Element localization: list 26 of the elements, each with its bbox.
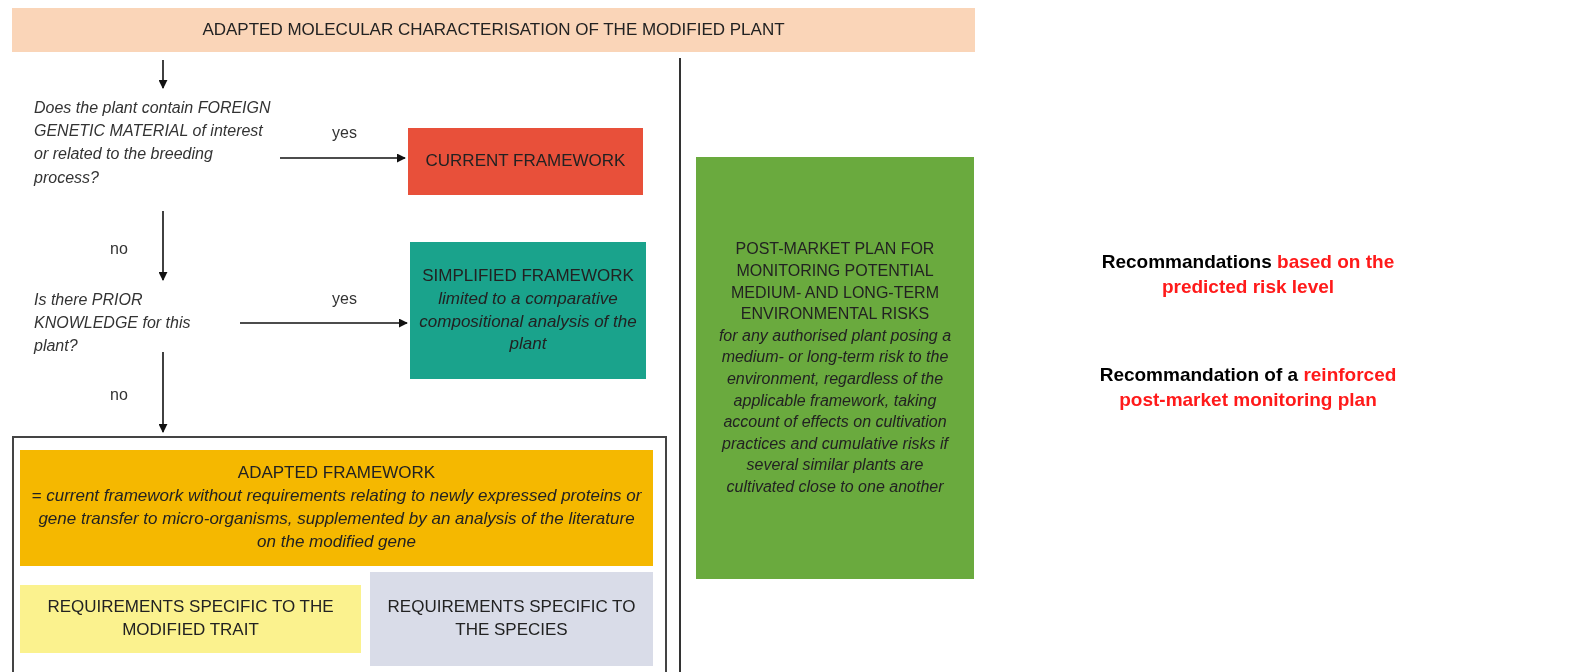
box-heading: SIMPLIFIED FRAMEWORK bbox=[422, 264, 634, 287]
recommendation-text: Recommandations based on the predicted risk level bbox=[1100, 250, 1396, 299]
monitoring-plan-box bbox=[696, 157, 974, 579]
framework-container bbox=[12, 436, 667, 672]
box-description: limited to a comparative compositional analysis of the plant bbox=[418, 287, 638, 356]
recommendation-text: Recommandation of a reinforced post-market monitoring plan bbox=[1098, 363, 1398, 412]
question-text: Does the plant contain FOREIGN GENETIC MATERIAL of interest or related to the breeding process? bbox=[34, 98, 272, 188]
arrow bbox=[158, 210, 168, 281]
framework-box bbox=[408, 128, 643, 195]
framework-box bbox=[20, 450, 653, 566]
framework-box bbox=[410, 242, 646, 379]
arrow bbox=[239, 318, 408, 328]
requirements-box bbox=[20, 585, 361, 653]
box-heading: REQUIREMENTS SPECIFIC TO THE MODIFIED TRAIT bbox=[46, 596, 335, 641]
box-heading: REQUIREMENTS SPECIFIC TO THE SPECIES bbox=[386, 596, 637, 641]
box-description: = current framework without requirements relating to newly expressed proteins or gene transfer to micro-organisms, supplemented by an analysis of the literature on the modified gene bbox=[30, 485, 643, 553]
arrow bbox=[158, 351, 168, 433]
requirements-box bbox=[370, 572, 653, 666]
box-heading: CURRENT FRAMEWORK bbox=[425, 150, 626, 173]
box-heading: ADAPTED FRAMEWORK bbox=[237, 462, 436, 485]
arrow bbox=[158, 59, 168, 89]
title-band bbox=[12, 8, 975, 52]
arrow bbox=[279, 153, 406, 163]
question-text: Is there PRIOR KNOWLEDGE for this plant? bbox=[34, 290, 192, 357]
box-description: for any authorised plant posing a medium- or long-term risk to the environment, regardless of the applicable framework, taking account of effects on cultivation practices and cumulative risks if several similar plants are cultivated close to one another bbox=[717, 325, 953, 497]
box-heading: ADAPTED MOLECULAR CHARACTERISATION OF THE MODIFIED PLANT bbox=[202, 18, 785, 41]
